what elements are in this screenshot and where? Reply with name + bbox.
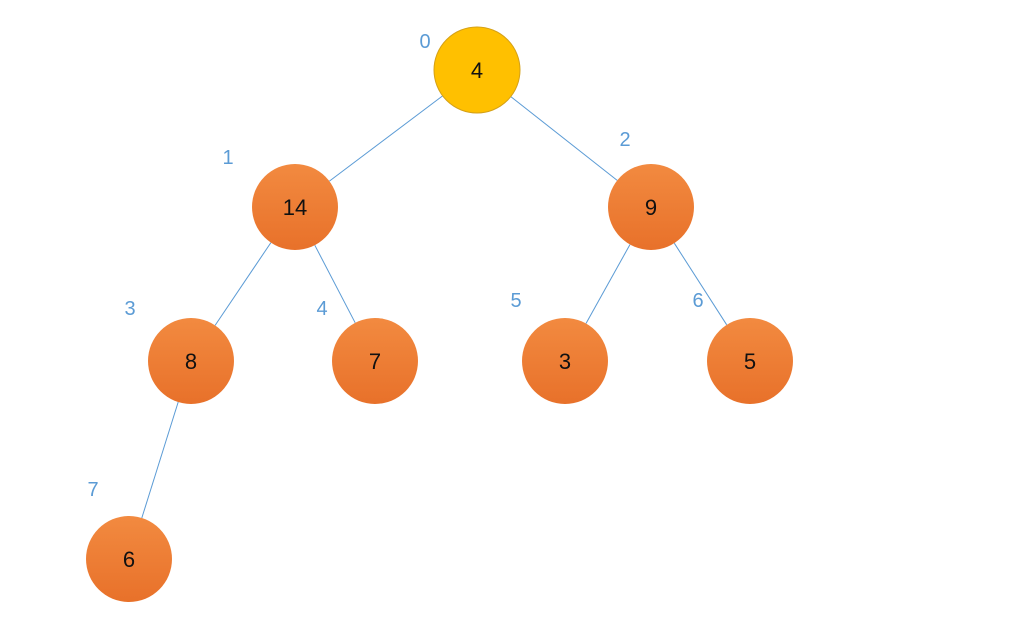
node-index-label-4: 4	[316, 298, 327, 320]
node-value: 3	[559, 349, 571, 374]
edge-n3-n7	[141, 401, 179, 519]
node-circle	[148, 318, 234, 404]
tree-node-7: 6	[86, 516, 172, 602]
node-index-label-5: 5	[510, 290, 521, 312]
tree-node-6: 5	[707, 318, 793, 404]
root-node-circle	[433, 26, 521, 114]
edge-n2-n6	[673, 242, 728, 326]
node-circle	[707, 318, 793, 404]
node-value: 9	[645, 195, 657, 220]
node-index-label-7: 7	[87, 479, 98, 501]
edge-n2-n5	[585, 244, 631, 324]
node-circle	[522, 318, 608, 404]
edge-n1-n3	[214, 242, 272, 326]
tree-node-0: 4	[433, 26, 521, 114]
node-index-label-2: 2	[619, 129, 630, 151]
tree-node-1: 14	[252, 164, 338, 250]
edge-n0-n2	[510, 96, 618, 181]
node-circle	[608, 164, 694, 250]
node-value: 14	[283, 195, 307, 220]
node-index-label-0: 0	[419, 31, 430, 53]
tree-node-5: 3	[522, 318, 608, 404]
node-index-label-6: 6	[692, 290, 703, 312]
node-circle	[86, 516, 172, 602]
node-index-label-3: 3	[124, 298, 135, 320]
node-value: 6	[123, 547, 135, 572]
edge-n0-n1	[329, 95, 443, 182]
edge-n1-n4	[314, 244, 356, 324]
node-value: 5	[744, 349, 756, 374]
tree-node-2: 9	[608, 164, 694, 250]
node-index-label-1: 1	[222, 147, 233, 169]
node-value: 4	[471, 58, 483, 83]
index-labels: 0 1 2 3 4 5 6 7	[87, 31, 703, 501]
tree-node-4: 7	[332, 318, 418, 404]
node-circle	[252, 164, 338, 250]
node-circle	[332, 318, 418, 404]
node-value: 7	[369, 349, 381, 374]
tree-node-3: 8	[148, 318, 234, 404]
edges	[141, 95, 728, 519]
node-value: 8	[185, 349, 197, 374]
